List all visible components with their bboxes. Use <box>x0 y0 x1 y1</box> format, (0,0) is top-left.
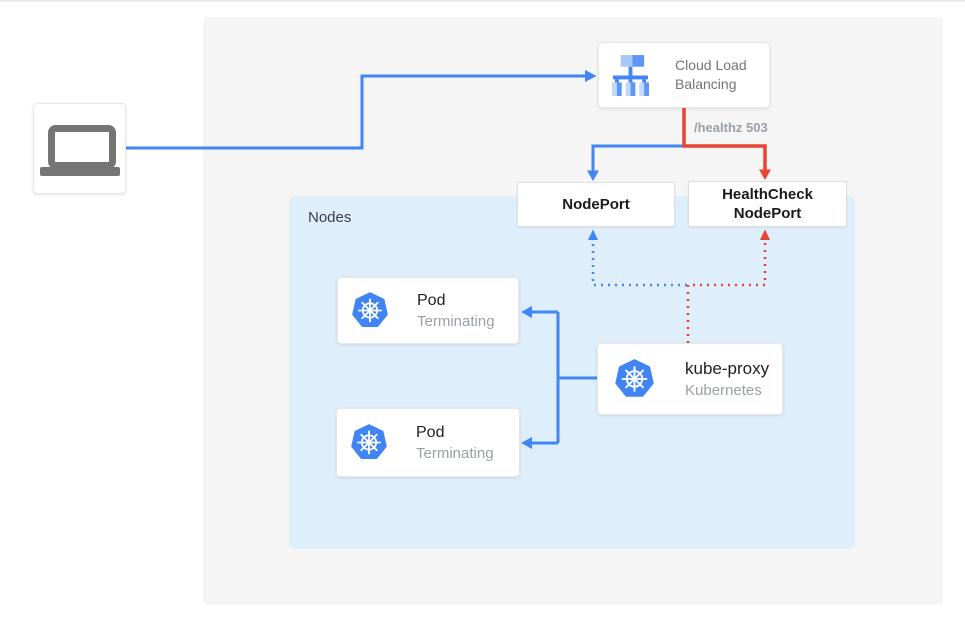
healthcheck-nodeport-label-line2: NodePort <box>733 205 802 222</box>
top-border <box>0 0 965 2</box>
pod-card-2: Pod Terminating <box>336 408 520 477</box>
kube-proxy-card: kube-proxy Kubernetes <box>597 343 783 415</box>
kube-proxy-subtitle: Kubernetes <box>685 382 762 399</box>
healthcheck-nodeport-label-line1: HealthCheck <box>722 186 813 203</box>
kubernetes-icon <box>614 358 655 400</box>
pod-status: Terminating <box>417 312 495 330</box>
cloud-load-balancing-label: Cloud Load Balancing <box>675 57 747 92</box>
pod-title: Pod <box>416 423 445 441</box>
client-laptop-card <box>33 103 126 194</box>
healthz-label: /healthz 503 <box>694 120 768 135</box>
pod-status: Terminating <box>416 444 494 462</box>
nodes-group-label: Nodes <box>308 209 352 226</box>
nodeport-box: NodePort <box>517 182 675 227</box>
cloud-load-balancing-card: Cloud Load Balancing <box>598 42 770 108</box>
kubernetes-icon <box>350 423 388 462</box>
load-balancer-icon <box>612 54 649 97</box>
pod-card-1: Pod Terminating <box>337 277 519 344</box>
kube-proxy-title: kube-proxy <box>685 359 770 378</box>
kubernetes-icon <box>351 291 389 330</box>
pod-title: Pod <box>417 291 446 309</box>
nodeport-label: NodePort <box>562 196 630 213</box>
healthcheck-nodeport-box: HealthCheck NodePort <box>688 181 847 227</box>
laptop-icon <box>39 124 120 176</box>
